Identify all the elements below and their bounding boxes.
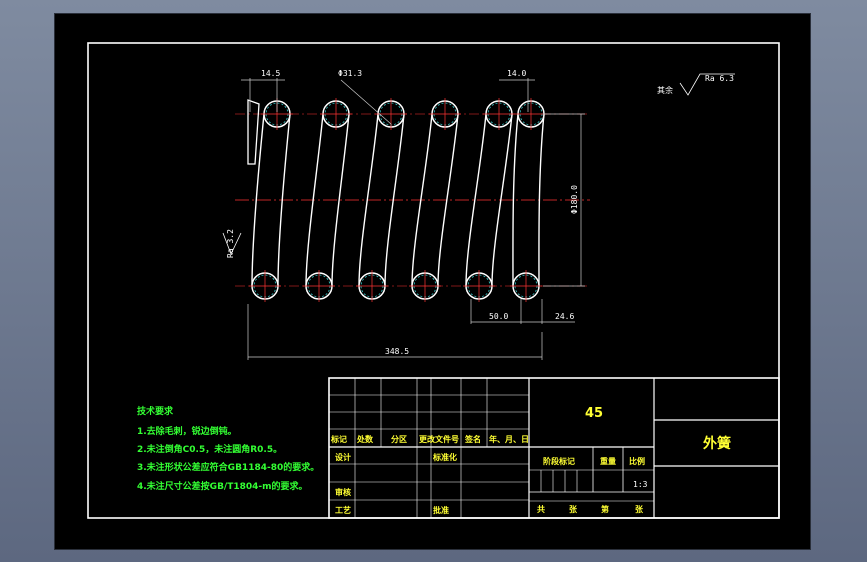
- dim-wire-diameter: Φ31.3: [338, 69, 362, 78]
- dim-ra-side: Ra 3.2: [226, 229, 235, 258]
- roughness-symbol-side: [222, 232, 242, 256]
- header-mark: 标记: [330, 434, 347, 444]
- dim-right-end: 14.0: [507, 69, 526, 78]
- design-label: 设计: [335, 452, 351, 462]
- drawing-sheet: 14.5 Φ31.3 14.0 Φ180.0 50.0 24.6 348.5 R…: [55, 14, 810, 549]
- title-block: [328, 377, 780, 519]
- part-name: 外簧: [703, 435, 731, 452]
- total-sheets-label: 共: [537, 504, 545, 514]
- dim-pitch: 50.0: [489, 312, 508, 321]
- tech-req-item: 2.未注倒角C0.5，未注圆角R0.5。: [137, 443, 282, 455]
- dim-ra-rest: Ra 6.3: [705, 74, 734, 83]
- process-label: 工艺: [335, 505, 351, 515]
- stage-mark-label: 阶段标记: [543, 456, 575, 466]
- standardization-label: 标准化: [432, 452, 457, 462]
- spring-drawing: 14.5 Φ31.3 14.0 Φ180.0 50.0 24.6 348.5 R…: [87, 42, 780, 519]
- header-signature: 签名: [464, 434, 481, 444]
- weight-label: 重量: [600, 456, 616, 466]
- coil-wire-front: [305, 113, 324, 287]
- header-zone: 分区: [391, 434, 407, 444]
- sheet-unit-2: 张: [635, 505, 644, 514]
- coil-wire-front: [251, 113, 265, 287]
- dim-outer-diameter: Φ180.0: [570, 185, 579, 214]
- coil-wire-front: [411, 113, 433, 287]
- dim-end-offset: 24.6: [555, 312, 574, 321]
- review-label: 审核: [335, 487, 351, 497]
- coil-wire-front: [358, 113, 379, 287]
- dim-total-length: 348.5: [385, 347, 409, 356]
- sheet-unit: 张: [569, 505, 578, 514]
- coil-wire-back: [538, 113, 545, 287]
- tech-req-title: 技术要求: [137, 405, 174, 417]
- approve-label: 批准: [433, 505, 449, 515]
- sheet-number-label: 第: [601, 504, 609, 514]
- dimension-lines: [241, 78, 585, 360]
- coil-wire-back: [277, 113, 291, 287]
- tech-req-item: 4.未注尺寸公差按GB/T1804-m的要求。: [137, 480, 308, 492]
- coil-wire-back: [437, 113, 459, 287]
- scale-label: 比例: [629, 456, 645, 466]
- roughness-symbol-rest: [679, 73, 735, 96]
- coil-wire-front: [465, 113, 487, 287]
- material-value: 45: [585, 406, 603, 421]
- coil-wire-back: [491, 113, 513, 287]
- spring-end-hook: [247, 99, 260, 165]
- rest-label: 其余: [657, 85, 673, 95]
- tech-req-item: 3.未注形状公差应符合GB1184-80的要求。: [137, 461, 319, 473]
- header-change-doc: 更改文件号: [419, 434, 459, 444]
- coil-wire-back: [384, 113, 405, 287]
- coil-wire-back: [331, 113, 350, 287]
- coil-wire-front: [512, 113, 519, 287]
- header-count: 处数: [356, 434, 374, 444]
- scale-value: 1:3: [633, 480, 648, 489]
- dim-end-length: 14.5: [261, 69, 280, 78]
- header-date: 年、月、日: [489, 434, 529, 444]
- spring-body: [249, 98, 547, 302]
- tech-req-item: 1.去除毛刺，锐边倒钝。: [137, 425, 237, 437]
